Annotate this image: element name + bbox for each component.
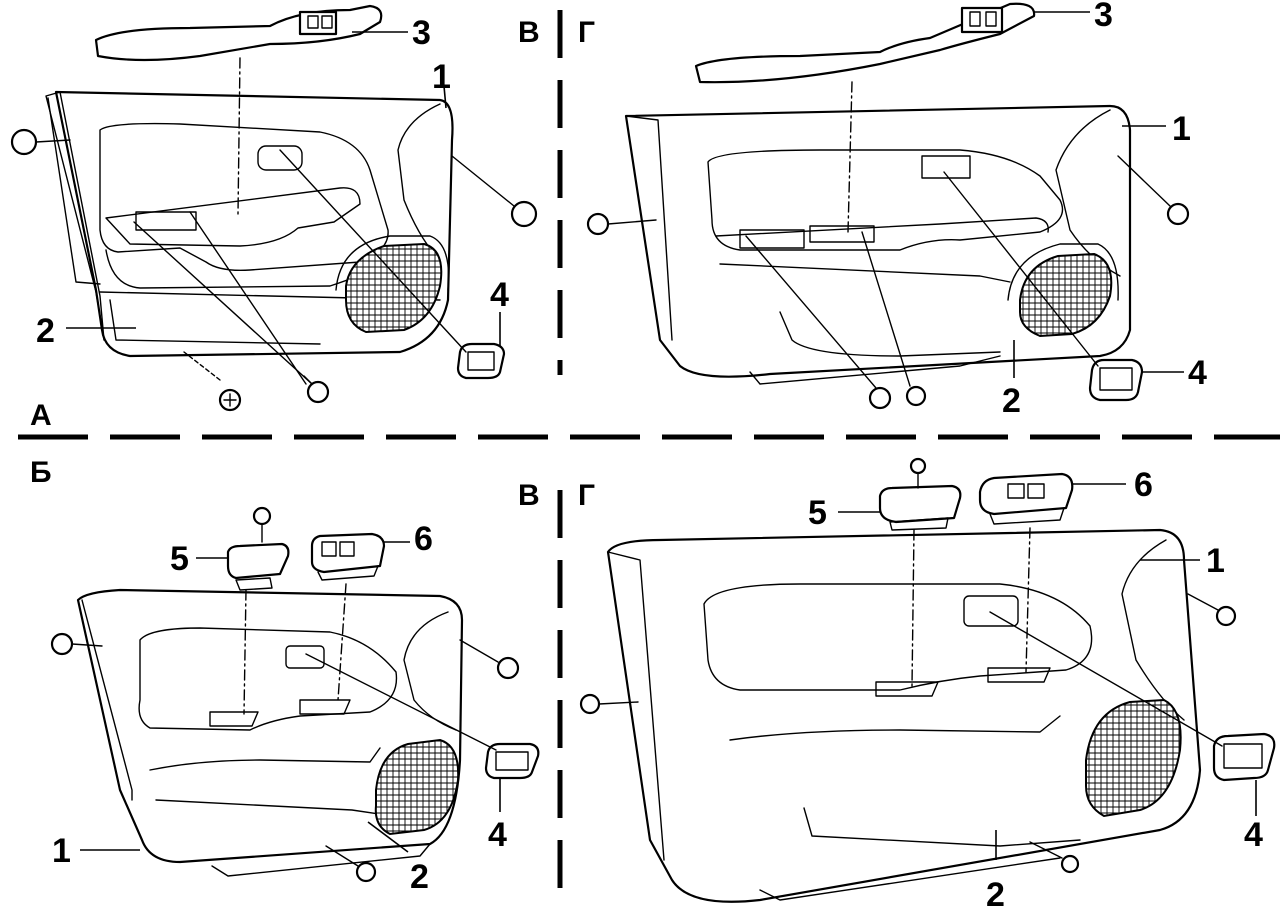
callout-2: 2 bbox=[36, 312, 55, 350]
callout-6: 6 bbox=[414, 520, 433, 558]
window-switch bbox=[310, 532, 386, 574]
section-label-g-bottom: Г bbox=[578, 479, 595, 512]
callout-1: 1 bbox=[52, 832, 71, 870]
callout-3: 3 bbox=[412, 14, 431, 52]
panel-top-left bbox=[10, 4, 538, 412]
door-trim-outline bbox=[54, 90, 454, 358]
callout-4: 4 bbox=[488, 816, 507, 854]
screw bbox=[252, 506, 272, 543]
armrest-part bbox=[94, 4, 383, 62]
trim-clip bbox=[451, 155, 538, 228]
callout-2: 2 bbox=[410, 858, 429, 896]
door-trim-outline bbox=[76, 588, 464, 864]
section-label-g-top: Г bbox=[578, 16, 595, 49]
callout-3: 3 bbox=[1094, 0, 1113, 34]
handle-bezel bbox=[1212, 732, 1276, 782]
section-dividers bbox=[18, 10, 1280, 905]
trim-edge bbox=[45, 91, 105, 341]
trim-clip bbox=[1187, 593, 1237, 627]
trim-clip bbox=[10, 128, 71, 156]
panel-bottom-left bbox=[50, 506, 540, 883]
callout-numbers: 3 1 2 4 3 1 2 4 5 6 4 1 2 5 6 1 4 2 bbox=[36, 0, 1263, 912]
armrest-part bbox=[694, 2, 1036, 84]
callout-4: 4 bbox=[1188, 354, 1207, 392]
callout-5: 5 bbox=[808, 494, 827, 532]
callout-2: 2 bbox=[1002, 382, 1021, 420]
speaker-grill bbox=[374, 738, 460, 836]
callout-6: 6 bbox=[1134, 466, 1153, 504]
panel-bottom-right bbox=[579, 457, 1276, 903]
callout-4: 4 bbox=[1244, 816, 1263, 854]
callout-1: 1 bbox=[432, 58, 451, 96]
section-label-b: Б bbox=[30, 456, 52, 489]
screw bbox=[325, 845, 377, 883]
trim-clip bbox=[586, 212, 657, 236]
door-trim-outline bbox=[624, 104, 1132, 378]
screw bbox=[909, 457, 927, 489]
speaker-grill bbox=[1019, 252, 1113, 338]
window-switch bbox=[978, 472, 1074, 516]
section-label-v-bottom: В bbox=[518, 479, 540, 512]
callout-1: 1 bbox=[1206, 542, 1225, 580]
callout-1: 1 bbox=[1172, 110, 1191, 148]
panel-top-right bbox=[586, 2, 1190, 410]
trim-clip bbox=[459, 639, 520, 680]
speaker-grill bbox=[345, 242, 443, 334]
trim-clip bbox=[1117, 155, 1190, 226]
handle-bezel bbox=[456, 342, 506, 380]
door-trim-outline bbox=[606, 528, 1202, 903]
callout-5: 5 bbox=[170, 540, 189, 578]
speaker-grill bbox=[1085, 698, 1182, 818]
section-label-v-top: В bbox=[518, 16, 540, 49]
door-pocket-part bbox=[226, 542, 290, 580]
screw bbox=[183, 351, 242, 412]
trim-clip bbox=[579, 693, 639, 715]
callout-2: 2 bbox=[986, 876, 1005, 912]
section-label-a: А bbox=[30, 399, 52, 432]
trim-clip bbox=[50, 632, 103, 656]
callout-4: 4 bbox=[490, 276, 509, 314]
door-pocket-part bbox=[878, 484, 962, 524]
screw bbox=[1029, 841, 1080, 874]
section-labels: А Б В Г В Г bbox=[30, 16, 595, 512]
screw bbox=[868, 385, 927, 410]
